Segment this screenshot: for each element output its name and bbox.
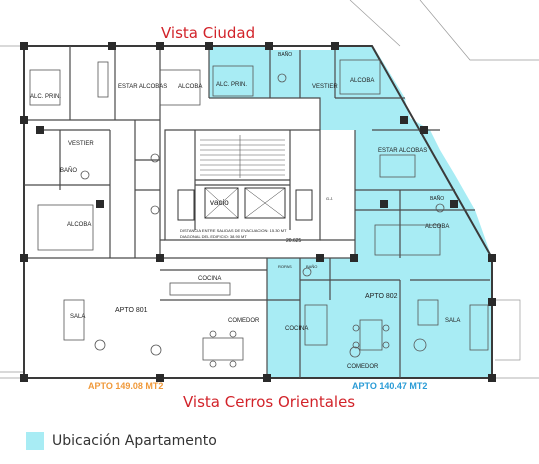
apto802-area: APTO 140.47 MT2: [352, 381, 428, 391]
room-label: BAÑO: [430, 195, 444, 202]
room-label: vacio: [210, 198, 229, 207]
room-label: ESTAR ALCOBAS: [378, 148, 427, 154]
room-label: APTO 802: [365, 293, 398, 300]
annotation: DISTANCIA ENTRE SALIDAS DE EVACUACION: 1…: [180, 228, 287, 233]
room-label: SALA: [445, 318, 460, 324]
room-label: ALCOBA: [178, 84, 202, 90]
room-label: G.J.: [326, 196, 333, 201]
legend-label: Ubicación Apartamento: [52, 433, 217, 449]
annotation: DIAGONAL DEL EDIFICIO: 38.90 MT: [180, 234, 247, 239]
room-label: COCINA: [198, 276, 221, 282]
room-label: VESTIER: [68, 141, 94, 147]
room-label: ALC. PRIN.: [30, 94, 61, 100]
bottom-view-title: Vista Cerros Orientales: [183, 393, 356, 411]
room-label: COMEDOR: [347, 364, 379, 370]
room-label: ESTAR ALCOBAS: [118, 84, 167, 90]
room-label: BAÑO: [306, 264, 317, 269]
room-label: ALCOBA: [67, 222, 91, 228]
room-label: ALC. PRIN.: [216, 82, 247, 88]
room-label: COCINA: [285, 326, 308, 332]
room-label: VESTIER: [312, 84, 338, 90]
room-label: COMEDOR: [228, 318, 260, 324]
room-label: BAÑO: [60, 167, 77, 174]
legend-swatch: [26, 432, 44, 450]
room-label: SALA: [70, 314, 85, 320]
room-label: ROPAS: [278, 264, 292, 269]
annotation: 20.625: [286, 238, 302, 244]
room-label: BAÑO: [278, 51, 292, 58]
apto801-area: APTO 149.08 MT2: [88, 381, 164, 391]
room-label: ALCOBA: [350, 78, 374, 84]
room-label: ALCOBA: [425, 224, 449, 230]
legend: Ubicación Apartamento: [26, 432, 217, 450]
room-label: APTO 801: [115, 307, 148, 314]
top-view-title: Vista Ciudad: [161, 24, 256, 42]
